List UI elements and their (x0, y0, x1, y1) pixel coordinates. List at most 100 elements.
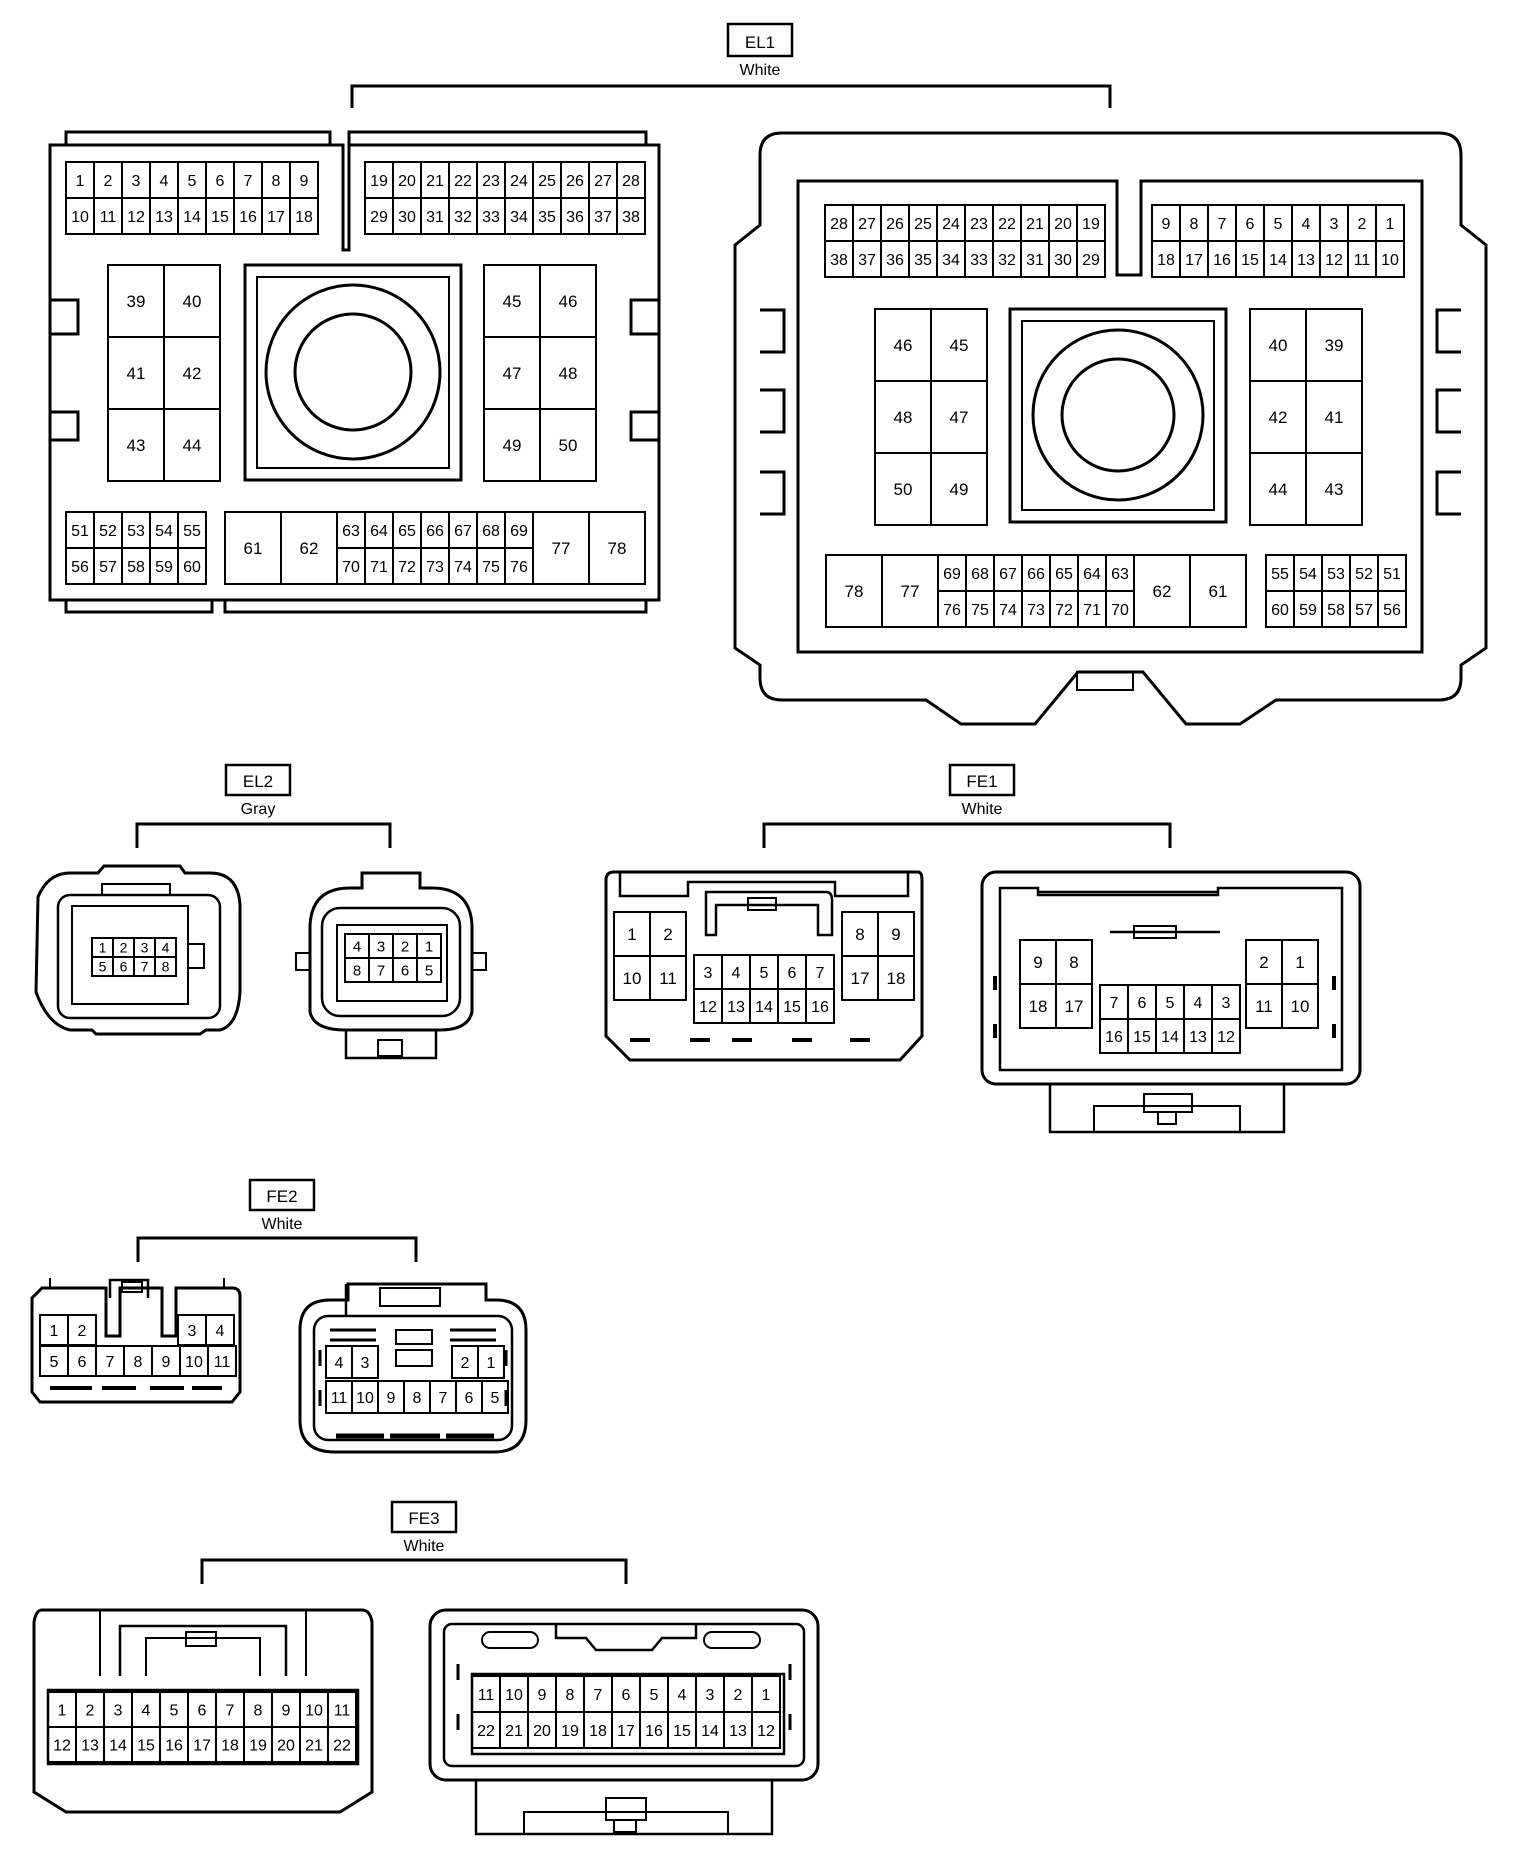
el2-rear-pin-4: 4 (353, 938, 361, 955)
el1-rear-pin-4: 4 (1302, 216, 1311, 233)
el2-front-pin-cell (154, 956, 177, 977)
el1-rear-pin-39: 39 (1325, 336, 1344, 355)
el1-front-pin-6: 6 (216, 173, 225, 190)
fe1-front-pin-4: 4 (732, 965, 741, 982)
el1-front-pin-77: 77 (552, 539, 571, 558)
el1-front-pin-60: 60 (183, 559, 201, 576)
el1-rear-pin-58: 58 (1327, 602, 1345, 619)
el1-front-pin-8: 8 (272, 173, 281, 190)
el1-rear-pin-71: 71 (1083, 602, 1101, 619)
fe2-rear-pin-10: 10 (356, 1390, 374, 1407)
fe1-rear-pin-6: 6 (1138, 995, 1147, 1012)
el1-rear-pin-cell (1305, 452, 1363, 526)
el1-front-pin-16: 16 (239, 209, 257, 226)
el1-front-pin-52: 52 (99, 523, 117, 540)
el1-front-pin-45: 45 (503, 292, 522, 311)
fe1-rear-pin-9: 9 (1033, 953, 1042, 972)
el1-rear-pin-10: 10 (1381, 252, 1399, 269)
el1-front-pin-44: 44 (183, 436, 202, 455)
el1-front-pin-62: 62 (300, 539, 319, 558)
fe1-front-pin-7: 7 (816, 965, 825, 982)
el1-rear-pin-52: 52 (1355, 566, 1373, 583)
el1-front-pin-23: 23 (482, 173, 500, 190)
el1-rear-pin-26: 26 (886, 216, 904, 233)
el1-rear-pin-cell (1076, 240, 1106, 278)
el1-front-pin-69: 69 (510, 523, 528, 540)
fe3-rear-pin-19: 19 (561, 1723, 579, 1740)
el1-front-pin-cell (289, 197, 319, 235)
el1-front-pin-37: 37 (594, 209, 612, 226)
el1-rear-pin-22: 22 (998, 216, 1016, 233)
el1-rear-pin-20: 20 (1054, 216, 1072, 233)
fe2-front-pin-cell (207, 1345, 237, 1377)
el2-front-pin-5: 5 (99, 959, 107, 975)
fe3-rear-pin-15: 15 (673, 1723, 691, 1740)
el1-rear-pin-43: 43 (1325, 480, 1344, 499)
connector-fe2-name: FE2 (266, 1187, 297, 1206)
fe2-front-pin-4: 4 (216, 1323, 225, 1340)
el1-rear-pin-41: 41 (1325, 408, 1344, 427)
fe1-rear-pin-4: 4 (1194, 995, 1203, 1012)
el2-rear-pin-3: 3 (377, 938, 385, 955)
fe1-rear-pin-cell (1281, 983, 1319, 1029)
el1-rear-pin-45: 45 (950, 336, 969, 355)
fe1-front-pin-14: 14 (755, 999, 773, 1016)
fe3-front-pin-3: 3 (114, 1702, 123, 1719)
el1-rear-pin-3: 3 (1330, 216, 1339, 233)
el1-rear-pin-55: 55 (1271, 566, 1289, 583)
el1-front-pin-66: 66 (426, 523, 444, 540)
el1-front-pin-39: 39 (127, 292, 146, 311)
el1-front-pin-70: 70 (342, 559, 360, 576)
el1-front-pin-47: 47 (503, 364, 522, 383)
el1-rear-pin-74: 74 (999, 602, 1017, 619)
fe1-rear-pin-12: 12 (1217, 1029, 1235, 1046)
el1-front-pin-31: 31 (426, 209, 444, 226)
el1-rear-pin-50: 50 (894, 480, 913, 499)
fe3-front-pin-15: 15 (137, 1737, 155, 1754)
fe2-rear-pin-5: 5 (491, 1390, 500, 1407)
fe1-rear-pin-18: 18 (1029, 997, 1048, 1016)
el1-rear-pin-2: 2 (1358, 216, 1367, 233)
el1-front-pin-cell (616, 197, 646, 235)
el1-front-pin-27: 27 (594, 173, 612, 190)
el1-rear-pin-30: 30 (1054, 252, 1072, 269)
fe3-front-pin-22: 22 (333, 1737, 351, 1754)
fe2-front-pin-11: 11 (214, 1354, 231, 1371)
el1-front-pin-73: 73 (426, 559, 444, 576)
fe3-front-pin-2: 2 (86, 1702, 95, 1719)
el1-front-pin-13: 13 (155, 209, 173, 226)
el1-front-pin-64: 64 (370, 523, 388, 540)
el1-front-pin-33: 33 (482, 209, 500, 226)
fe3-rear-pin-cell (751, 1711, 781, 1749)
fe3-front-pin-11: 11 (334, 1702, 351, 1719)
el1-rear-pin-27: 27 (858, 216, 876, 233)
fe3-rear-pin-17: 17 (617, 1723, 635, 1740)
fe1-front-pin-12: 12 (699, 999, 717, 1016)
el2-front-pin-7: 7 (141, 959, 149, 975)
fe3-front-pin-18: 18 (221, 1737, 239, 1754)
el1-rear-pin-9: 9 (1162, 216, 1171, 233)
connector-el2-label: EL2 Gray (135, 763, 392, 848)
el1-front-pin-74: 74 (454, 559, 472, 576)
connector-fe1-label: FE1 White (762, 763, 1172, 848)
el1-rear-pin-11: 11 (1354, 252, 1371, 269)
el1-front-pin-49: 49 (503, 436, 522, 455)
el1-rear-pin-16: 16 (1213, 252, 1231, 269)
fe3-front-pin-9: 9 (282, 1702, 291, 1719)
connector-fe2-label: FE2 White (136, 1178, 418, 1262)
el1-front-pin-10: 10 (71, 209, 89, 226)
el1-front-pin-38: 38 (622, 209, 640, 226)
connector-fe2-color: White (262, 1216, 303, 1233)
el2-rear-pin-6: 6 (401, 962, 409, 979)
el1-rear-pin-31: 31 (1026, 252, 1044, 269)
el1-rear-pin-63: 63 (1111, 566, 1129, 583)
fe2-front-pin-7: 7 (106, 1354, 115, 1371)
el1-front-pin-19: 19 (370, 173, 388, 190)
fe3-rear-pin-12: 12 (757, 1723, 775, 1740)
el1-front-pin-40: 40 (183, 292, 202, 311)
el1-rear-pin-cell (930, 452, 988, 526)
el1-front-pin-cell (177, 547, 207, 585)
el1-rear-pin-15: 15 (1241, 252, 1259, 269)
